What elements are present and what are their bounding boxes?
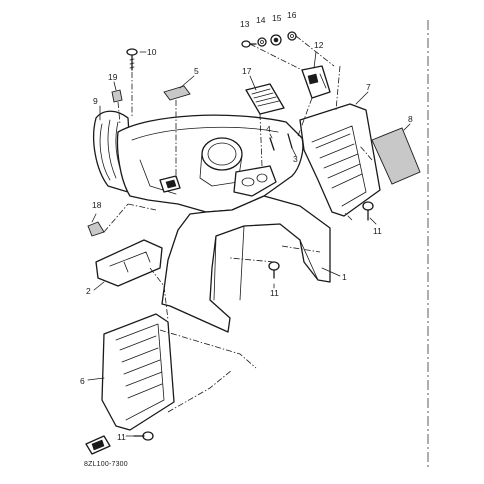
part-11-bolt-lower[interactable] xyxy=(133,431,154,441)
part-5-plate[interactable] xyxy=(163,85,191,101)
part-19-pad[interactable] xyxy=(111,89,123,103)
part-11-bolt-center[interactable] xyxy=(268,261,280,279)
callout-13: 13 xyxy=(240,19,250,29)
assembly-lines xyxy=(103,35,373,413)
callout-14: 14 xyxy=(256,15,266,25)
callout-12: 12 xyxy=(314,40,324,50)
part-1-front-apron[interactable] xyxy=(161,195,331,333)
part-3-clip[interactable] xyxy=(287,133,293,149)
part-12-bracket[interactable] xyxy=(301,65,331,99)
part-6-lower-louvered-cover[interactable] xyxy=(101,313,175,431)
part-16-nut[interactable] xyxy=(287,31,297,41)
callout-1: 1 xyxy=(342,272,347,282)
callout-17: 17 xyxy=(242,66,252,76)
callout-16: 16 xyxy=(287,10,297,20)
part-13-screw[interactable] xyxy=(241,40,257,48)
part-7-right-louvered-cover[interactable] xyxy=(299,103,381,217)
part-main-cowl-upper[interactable] xyxy=(116,114,304,213)
callout-3: 3 xyxy=(293,154,298,164)
part-15-grommet[interactable] xyxy=(270,34,282,46)
callout-8: 8 xyxy=(408,114,413,124)
callout-11-center: 11 xyxy=(270,288,279,298)
part-8-gasket[interactable] xyxy=(371,127,421,185)
part-14-washer[interactable] xyxy=(257,37,267,47)
part-18-clip[interactable] xyxy=(87,221,105,237)
part-11-bolt-right[interactable] xyxy=(362,201,374,221)
part-2-under-tray[interactable] xyxy=(95,239,163,287)
part-10-bolt[interactable] xyxy=(126,48,138,71)
callout-10: 10 xyxy=(147,47,157,57)
callout-labels: 10 19 9 5 17 13 14 15 16 12 7 8 4 3 1 11… xyxy=(80,10,413,442)
callout-5: 5 xyxy=(194,66,199,76)
part-4-clip[interactable] xyxy=(269,137,275,151)
callout-2: 2 xyxy=(86,286,91,296)
part-17-label[interactable] xyxy=(245,83,285,115)
part-code: 8ZL100-7300 xyxy=(84,461,128,468)
callout-15: 15 xyxy=(272,13,282,23)
callout-9: 9 xyxy=(93,96,98,106)
callout-4: 4 xyxy=(266,124,271,134)
callout-6: 6 xyxy=(80,376,85,386)
forward-direction-arrow-icon xyxy=(85,435,111,455)
callout-11-lower: 11 xyxy=(117,432,126,442)
callout-18: 18 xyxy=(92,200,102,210)
callout-11-right: 11 xyxy=(373,226,382,236)
callout-7: 7 xyxy=(366,82,371,92)
leader-lines xyxy=(87,51,411,437)
callout-19: 19 xyxy=(108,72,118,82)
